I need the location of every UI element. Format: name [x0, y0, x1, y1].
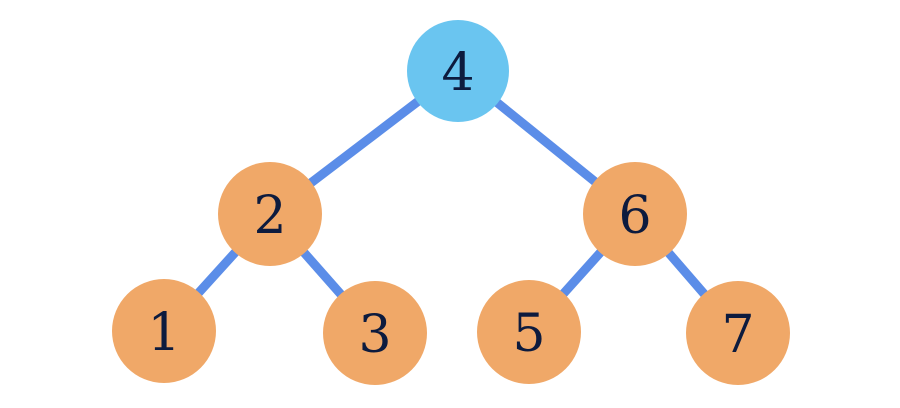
tree-node-6[interactable]: 6 — [583, 162, 687, 266]
node-label-4: 4 — [441, 43, 474, 103]
node-circle-1[interactable] — [112, 279, 216, 383]
node-label-7: 7 — [721, 305, 754, 365]
tree-node-4[interactable]: 4 — [407, 20, 509, 122]
node-circle-4[interactable] — [407, 20, 509, 122]
node-label-1: 1 — [147, 303, 180, 363]
tree-node-7[interactable]: 7 — [686, 281, 790, 385]
node-circle-6[interactable] — [583, 162, 687, 266]
tree-node-2[interactable]: 2 — [218, 162, 322, 266]
node-circle-2[interactable] — [218, 162, 322, 266]
tree-node-3[interactable]: 3 — [323, 281, 427, 385]
node-label-2: 2 — [253, 186, 286, 246]
node-circle-7[interactable] — [686, 281, 790, 385]
tree-node-5[interactable]: 5 — [477, 280, 581, 384]
node-label-5: 5 — [512, 304, 545, 364]
tree-nodes-layer: 4 2 6 1 3 5 7 — [112, 20, 790, 385]
node-label-3: 3 — [358, 305, 391, 365]
node-label-6: 6 — [618, 186, 651, 246]
tree-node-1[interactable]: 1 — [112, 279, 216, 383]
node-circle-5[interactable] — [477, 280, 581, 384]
node-circle-3[interactable] — [323, 281, 427, 385]
